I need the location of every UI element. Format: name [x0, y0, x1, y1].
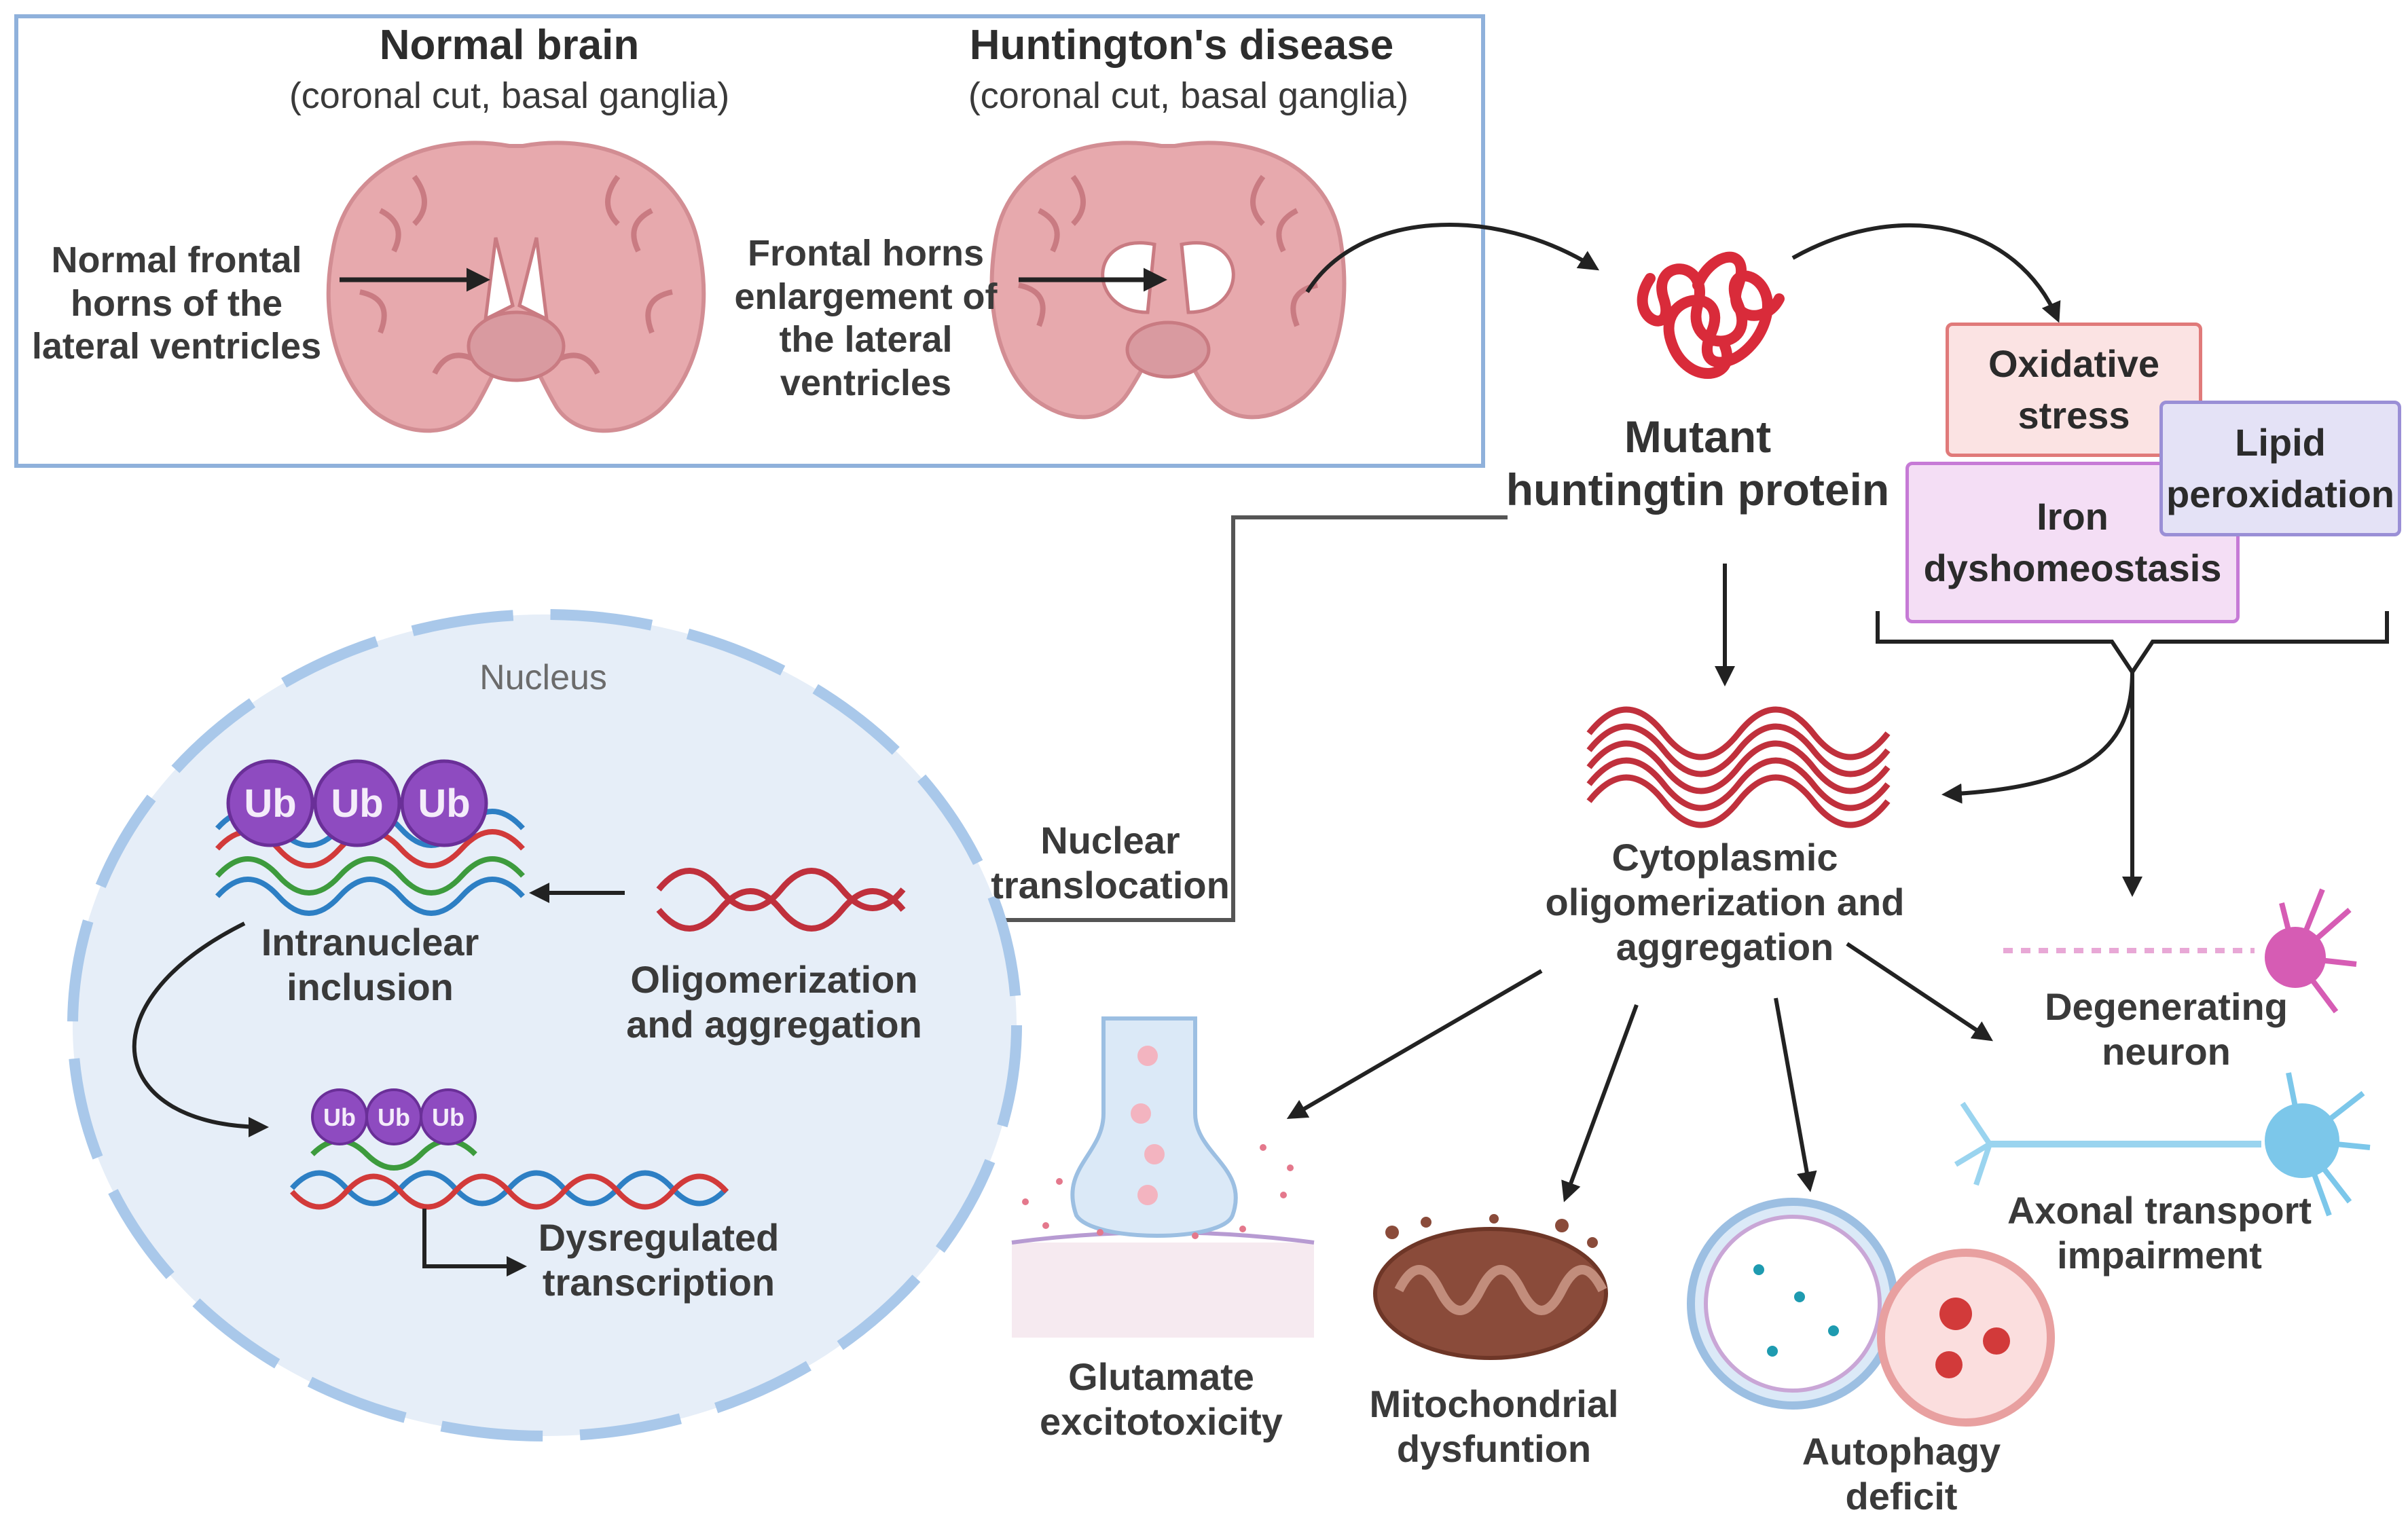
axonal-neuron-image — [1954, 1072, 2371, 1217]
normal-brain-title: Normal brain — [379, 22, 640, 69]
inclusion-to-transcription-arrow — [132, 921, 269, 1137]
to-autophagy-arrow — [1774, 997, 1817, 1192]
ub-cluster-large — [226, 759, 488, 847]
nucleus-title: Nucleus — [479, 658, 607, 697]
ub-small-label-2: Ub — [378, 1103, 410, 1131]
ub-label-2: Ub — [331, 782, 384, 826]
ub-small-label-1: Ub — [323, 1103, 356, 1131]
brain-panel-frame — [14, 14, 1485, 468]
huntington-subtitle: (coronal cut, basal ganglia) — [968, 75, 1409, 116]
nuclear-oligomer — [656, 868, 906, 932]
cytoplasmic-aggregate — [1586, 706, 1891, 828]
bracket-to-cytoplasmic-arrow — [1941, 672, 2134, 804]
huntington-ventricle-label: Frontal horns enlargement of the lateral… — [734, 233, 998, 404]
normal-brain-subtitle: (coronal cut, basal ganglia) — [289, 75, 730, 116]
mutant-protein-label: Mutant huntingtin protein — [1506, 411, 1890, 515]
ub-label-3: Ub — [418, 782, 471, 826]
autophagy-image — [1687, 1198, 2055, 1427]
huntington-title: Huntington's disease — [969, 22, 1394, 69]
ub-small-label-3: Ub — [432, 1103, 464, 1131]
ub-label-1: Ub — [244, 782, 297, 826]
to-glutamate-arrow — [1286, 969, 1543, 1120]
mitochondria-image — [1373, 1214, 1608, 1360]
to-mitochondria-arrow — [1561, 1004, 1639, 1202]
huntington-brain-image — [989, 141, 1347, 420]
synapse-image — [1011, 1016, 1315, 1338]
transcription-arrow — [422, 1209, 527, 1276]
protein-to-stress-arrow — [1791, 223, 2061, 323]
ub-cluster-small — [311, 1088, 477, 1145]
mutant-protein-squiggle — [1637, 251, 1785, 379]
degenerating-neuron-image — [2003, 888, 2357, 1014]
normal-brain-image — [326, 141, 706, 433]
nuclear-translocation-arrow — [936, 515, 1508, 930]
to-neuron-arrow — [1846, 942, 1993, 1042]
brain-to-protein-arrow — [1305, 223, 1600, 293]
normal-ventricle-label: Normal frontal horns of the lateral vent… — [31, 240, 322, 367]
